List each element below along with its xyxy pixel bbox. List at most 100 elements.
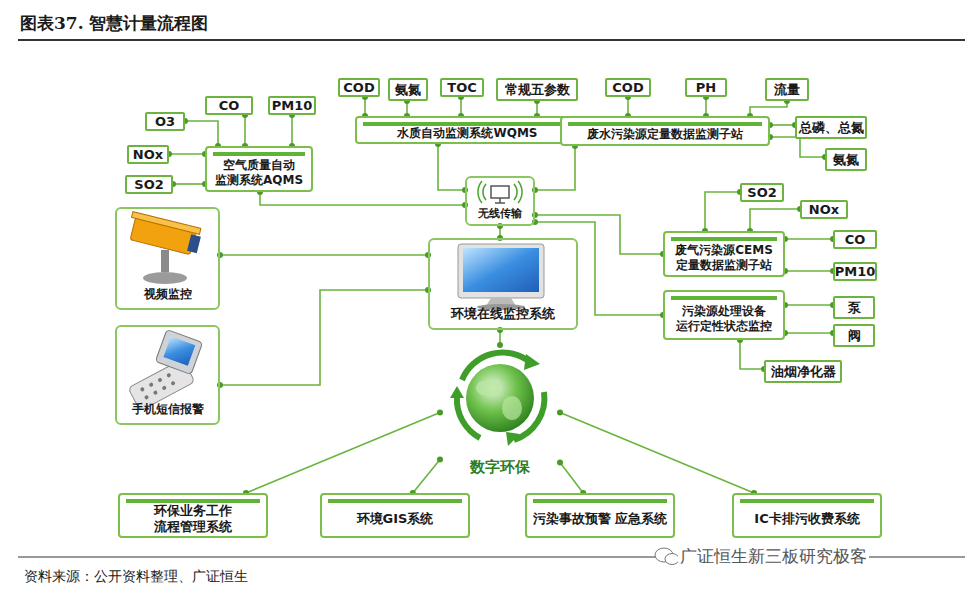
- node-label: 环境GIS系统: [357, 511, 434, 527]
- wechat-mark: [655, 548, 679, 565]
- connector-dot: [497, 342, 503, 348]
- connector: [770, 124, 795, 126]
- title-rule: [18, 39, 965, 41]
- node-label: 视频监控: [144, 286, 192, 303]
- node-label: PM10: [272, 98, 313, 113]
- connector: [173, 183, 205, 185]
- node-label: NOx: [809, 202, 839, 217]
- connector-dot: [532, 187, 538, 193]
- connector: [785, 270, 833, 272]
- sensor-box: NOx: [127, 145, 169, 164]
- node-label: 常规五参数: [505, 81, 570, 99]
- sensor-box: PM10: [268, 96, 316, 115]
- system-box: 环境GIS系统: [320, 493, 470, 538]
- connector: [220, 290, 428, 385]
- sensor-box: CO: [833, 230, 877, 249]
- connector: [291, 115, 293, 146]
- connector-dot: [532, 212, 538, 218]
- node-label: 环保业务工作 流程管理系统: [124, 503, 262, 536]
- system-box: 空气质量自动 监测系统AQMS: [205, 146, 313, 192]
- sensor-box: 流量: [765, 78, 809, 101]
- connector-dot: [557, 460, 563, 466]
- sensor-box: SO2: [125, 175, 173, 194]
- connector-dot: [497, 327, 503, 333]
- node-label: SO2: [134, 177, 163, 192]
- node-label: IC卡排污收费系统: [754, 511, 859, 527]
- node-label: 无线传输: [478, 206, 522, 221]
- globe-icon: [450, 353, 544, 446]
- system-box: 污染事故预警 应急系统: [525, 493, 675, 538]
- sensor-box: O3: [145, 112, 185, 131]
- connector-dot: [217, 382, 223, 388]
- node-label: 总磷、总氮: [799, 119, 864, 137]
- connector: [535, 222, 663, 315]
- node-label: 水质自动监测系统WQMS: [397, 126, 537, 141]
- sensor-box: 氨氮: [825, 148, 867, 171]
- sensor-box: 油烟净化器: [764, 360, 842, 383]
- system-box: 环保业务工作 流程管理系统: [118, 493, 268, 538]
- connector: [535, 215, 663, 254]
- system-box: 污染源处理设备 运行定性状态监控: [663, 290, 785, 340]
- connector: [560, 463, 583, 494]
- sensor-box: 氨氮: [388, 78, 428, 101]
- camera-icon: [126, 212, 203, 284]
- connector: [438, 144, 465, 190]
- connector-dot: [217, 252, 223, 258]
- sensor-box: 总磷、总氮: [795, 116, 867, 139]
- connector: [169, 153, 205, 155]
- connector-dot: [437, 409, 443, 415]
- connector-dot: [557, 409, 563, 415]
- node-label: 废气污染源CEMS 定量数据监测子站: [669, 243, 779, 273]
- node-label: PM10: [835, 264, 876, 279]
- connector: [770, 137, 825, 157]
- sensor-box: TOC: [440, 78, 484, 97]
- sensor-box: NOx: [800, 200, 848, 219]
- node-label: CO: [845, 232, 866, 247]
- node-label: 泵: [848, 299, 861, 317]
- connector: [185, 121, 218, 146]
- system-box: 手机短信报警: [115, 325, 220, 425]
- source-caption: 资料来源：公开资料整理、广证恒生: [24, 568, 248, 586]
- sensor-box: PH: [685, 78, 727, 97]
- node-label: TOC: [447, 80, 476, 95]
- system-box: 废气污染源CEMS 定量数据监测子站: [663, 231, 785, 277]
- node-label: COD: [343, 80, 374, 95]
- connector: [750, 101, 787, 116]
- sensor-box: SO2: [740, 183, 784, 202]
- node-label: CO: [219, 98, 240, 113]
- node-label: 阀: [848, 327, 861, 345]
- wireless-icon: [478, 181, 522, 203]
- node-label: 空气质量自动 监测系统AQMS: [211, 158, 307, 188]
- sensor-box: 阀: [833, 324, 875, 347]
- node-label: 氨氮: [395, 81, 421, 99]
- sensor-box: CO: [205, 96, 253, 115]
- connector: [785, 304, 833, 306]
- connector: [535, 146, 575, 190]
- connector: [413, 459, 440, 493]
- connector: [260, 192, 465, 205]
- system-box: IC卡排污收费系统: [732, 493, 882, 538]
- connector: [750, 209, 800, 231]
- sensor-box: 泵: [833, 296, 875, 319]
- phone-icon: [128, 330, 203, 411]
- connector: [560, 412, 754, 493]
- sensor-box: 常规五参数: [496, 78, 578, 101]
- connector: [740, 340, 764, 369]
- sensor-box: COD: [605, 78, 651, 97]
- monitor-icon: [458, 244, 544, 310]
- node-label: 污染事故预警 应急系统: [533, 511, 668, 527]
- watermark: 广证恒生新三板研究极客: [678, 545, 869, 568]
- connector: [220, 254, 428, 256]
- node-label: 手机短信报警: [132, 401, 204, 418]
- system-box: 环境在线监控系统: [428, 238, 578, 330]
- node-label: 流量: [774, 81, 800, 99]
- sensor-box: COD: [338, 78, 380, 97]
- connector: [705, 192, 740, 231]
- system-box: 数字环保: [440, 345, 560, 480]
- node-label: SO2: [747, 185, 776, 200]
- node-label: 污染源处理设备 运行定性状态监控: [669, 304, 779, 334]
- connector: [246, 412, 440, 493]
- chart-title: 图表37. 智慧计量流程图: [20, 12, 209, 35]
- node-label: 环境在线监控系统: [451, 305, 555, 323]
